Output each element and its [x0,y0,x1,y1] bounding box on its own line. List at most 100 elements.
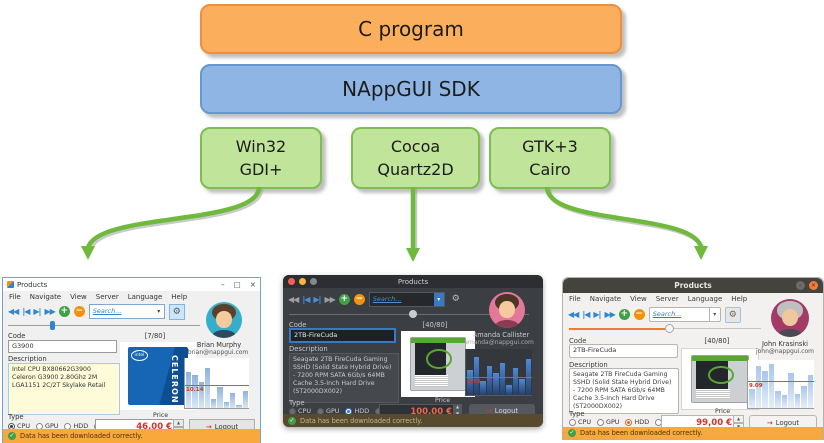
status-text: Data has been downloaded correctly. [300,416,423,425]
first-record-icon[interactable]: ◀◀ [8,307,19,316]
minimize-button[interactable]: – [796,281,805,290]
chart-bar [242,391,248,408]
chevron-down-icon[interactable]: ▾ [433,292,444,306]
chart-bar [211,399,217,408]
record-slider[interactable] [289,310,529,319]
minimize-button[interactable] [299,278,306,285]
add-record-button[interactable]: + [58,306,70,317]
remove-record-button[interactable]: − [633,309,645,320]
menu-server[interactable]: Server [95,292,119,301]
minimize-button[interactable]: – [220,280,225,289]
remove-record-button[interactable]: − [73,306,85,317]
code-label: Code [569,337,587,345]
stepper-down-icon[interactable]: ▼ [453,410,462,417]
search-combobox[interactable]: Search... ▾ [648,307,721,322]
product-image: intel CELERON [120,342,196,410]
previous-record-icon[interactable]: |◀ [22,307,30,316]
menu-file[interactable]: File [9,292,21,301]
search-combobox[interactable]: Search... ▾ [88,304,165,319]
close-button[interactable] [288,278,295,285]
radio-label-hdd: HDD [634,418,650,426]
settings-button[interactable]: ⚙ [449,292,463,306]
record-slider[interactable] [569,324,761,333]
description-label: Description [289,345,328,353]
menu-help[interactable]: Help [731,295,748,303]
stepper-up-icon[interactable]: ▲ [173,419,184,427]
slider-thumb[interactable] [665,324,674,333]
search-combobox[interactable]: Search... ▾ [368,291,445,307]
search-input[interactable]: Search... [92,307,122,315]
add-record-button[interactable]: + [338,293,350,305]
code-label: Code [289,321,307,329]
next-record-icon[interactable]: ▶| [33,307,41,316]
slider-thumb[interactable] [409,310,417,318]
radio-gpu[interactable]: GPU [597,418,619,426]
stepper-up-icon[interactable]: ▲ [733,415,744,423]
description-textarea[interactable]: Intel CPU BX80662G3900 Celeron G3900 2.8… [8,363,120,415]
slider-track-fill [569,328,665,330]
macos-titlebar[interactable]: Products [283,275,543,288]
first-record-icon[interactable]: ◀◀ [288,294,299,304]
add-record-button[interactable]: + [618,309,630,320]
settings-button[interactable]: ⚙ [724,306,741,323]
remove-record-button[interactable]: − [353,293,365,305]
maximize-button[interactable] [310,278,317,285]
macos-app-window: Products ◀◀ |◀ ▶| ▶▶ + − Search... ▾ ⚙ C… [283,275,543,427]
menu-server[interactable]: Server [655,295,679,303]
gear-icon: ⚙ [451,294,460,304]
menu-view[interactable]: View [70,292,87,301]
close-button[interactable]: × [249,280,256,289]
next-record-icon[interactable]: ▶| [593,310,601,319]
code-input[interactable]: G3900 [8,340,117,353]
window-controls: – □ × [221,280,256,289]
windows-titlebar[interactable]: Products – □ × [3,278,260,291]
description-textarea[interactable]: Seagate 2TB FireCuda Gaming SSHD (Solid … [289,353,399,403]
previous-record-icon[interactable]: |◀ [582,310,590,319]
close-button[interactable]: × [809,281,818,290]
search-input[interactable]: Search... [652,310,682,318]
record-counter: [7/80] [144,332,166,340]
code-input[interactable]: 2TB-FireCuda [569,344,678,358]
chart-bar [749,388,755,408]
record-counter: [40/80] [422,321,448,329]
maximize-button[interactable]: □ [233,280,241,289]
logout-button[interactable]: → Logout [469,404,535,417]
slider-thumb[interactable] [50,321,56,330]
description-textarea[interactable]: Seagate 2TB FireCuda Gaming SSHD (Solid … [569,368,679,414]
drive-green-ring [707,366,735,384]
code-input[interactable]: 2TB-FireCuda [289,328,396,343]
drive-green-stripe [692,356,748,361]
search-input[interactable]: Search... [372,294,402,303]
menu-file[interactable]: File [569,295,581,303]
gtk-toolbar: ◀◀ |◀ ▶| ▶▶ + − Search... ▾ ⚙ [563,305,823,324]
chart-bar [473,357,479,395]
settings-button[interactable]: ⚙ [168,303,185,320]
stepper-up-icon[interactable]: ▲ [453,404,462,411]
first-record-icon[interactable]: ◀◀ [568,310,579,319]
last-record-icon[interactable]: ▶▶ [324,294,335,304]
next-record-icon[interactable]: ▶| [313,294,321,304]
gtk-titlebar[interactable]: Products – × [563,278,823,293]
radio-hdd[interactable]: HDD [625,418,649,426]
menu-language[interactable]: Language [687,295,723,303]
radio-cpu[interactable]: CPU [569,418,591,426]
radio-label-cpu: CPU [298,407,311,415]
radio-label-gpu: GPU [326,407,340,415]
menu-language[interactable]: Language [127,292,163,301]
last-record-icon[interactable]: ▶▶ [604,310,615,319]
diagram-box-win32-gdi: Win32 GDI+ [200,127,322,189]
menu-navigate[interactable]: Navigate [589,295,622,303]
menu-navigate[interactable]: Navigate [29,292,62,301]
menu-help[interactable]: Help [171,292,188,301]
last-record-icon[interactable]: ▶▶ [44,307,55,316]
backend-win32-line2: GDI+ [239,160,283,179]
menu-view[interactable]: View [630,295,647,303]
chart-bar [788,373,794,408]
chevron-down-icon[interactable]: ▾ [157,308,161,315]
previous-record-icon[interactable]: |◀ [302,294,310,304]
price-stepper[interactable]: ▲ ▼ [453,404,462,417]
chart-bar [762,370,768,408]
chart-bar [198,382,204,408]
record-slider[interactable] [8,321,200,330]
chevron-down-icon[interactable]: ▾ [708,308,720,321]
